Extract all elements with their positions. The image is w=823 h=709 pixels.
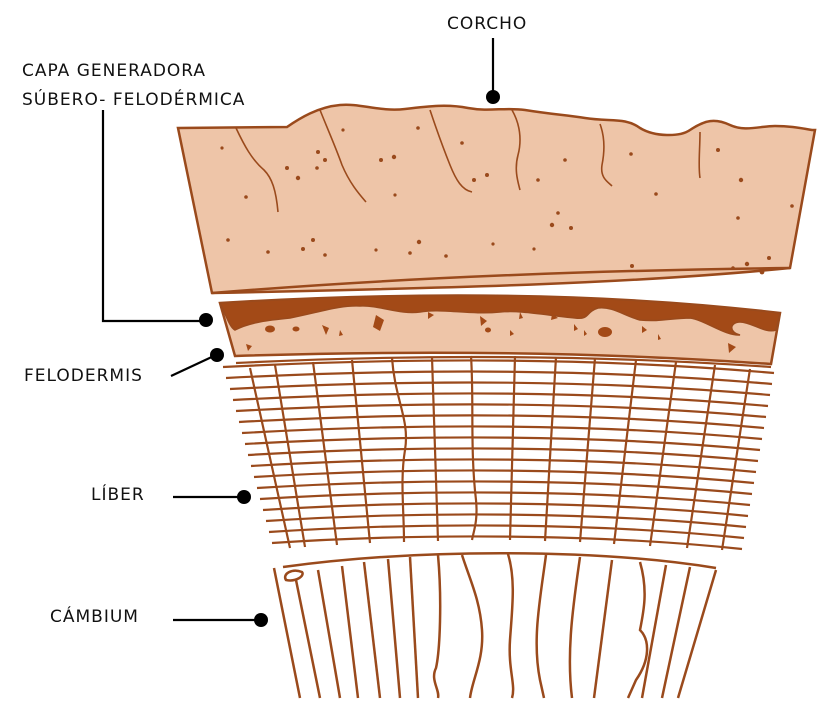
cambium-layer: [274, 553, 716, 698]
label-cambium: CÁMBIUM: [50, 609, 139, 626]
cork-body: [178, 105, 815, 293]
felodermis-leader: [171, 355, 216, 376]
phellogen-layer: [220, 296, 780, 367]
label-corcho: CORCHO: [447, 16, 527, 33]
cork-layer: [178, 105, 815, 293]
liber-dot: [237, 490, 251, 504]
label-liber: LÍBER: [91, 487, 145, 504]
label-felodermis: FELODERMIS: [24, 368, 143, 385]
label-capa-generadora-line2: SÚBERO- FELODÉRMICA: [22, 92, 245, 109]
corcho-dot: [486, 90, 500, 104]
label-capa-generadora-line1: CAPA GENERADORA: [22, 63, 206, 80]
cambium-dot: [254, 613, 268, 627]
felodermis-dot: [210, 348, 224, 362]
liber-layer: [223, 356, 774, 550]
capa-dot: [199, 313, 213, 327]
